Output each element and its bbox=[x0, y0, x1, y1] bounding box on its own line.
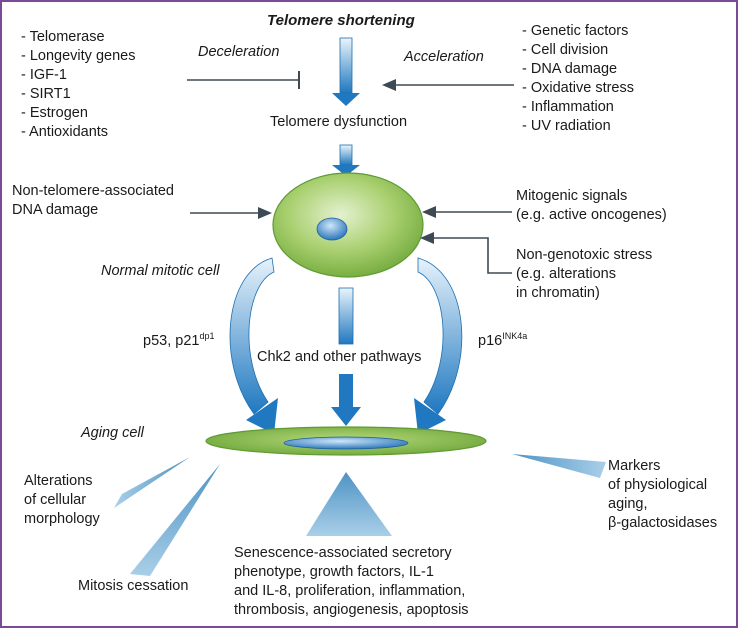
diagram-title: Telomere shortening bbox=[267, 12, 415, 29]
mitosis-cessation-label: Mitosis cessation bbox=[78, 578, 189, 594]
deceleration-factor: - IGF-1 bbox=[21, 67, 67, 83]
acceleration-factor: - Inflammation bbox=[522, 99, 614, 115]
acceleration-factor: - Cell division bbox=[522, 42, 609, 58]
markers-wedge bbox=[512, 454, 606, 478]
normal-cell bbox=[272, 172, 424, 278]
deceleration-factor: - Antioxidants bbox=[21, 124, 109, 140]
deceleration-factor: - Telomerase bbox=[21, 29, 105, 45]
markers-label: Markers of physiological aging, β-galact… bbox=[608, 458, 718, 531]
deceleration-inhibitor bbox=[187, 71, 300, 89]
chk2-label: Chk2 and other pathways bbox=[257, 349, 422, 365]
morphology-label: Alterations of cellular morphology bbox=[24, 473, 100, 527]
non-genotoxic-stress-label: Non-genotoxic stress (e.g. alterations i… bbox=[516, 247, 653, 301]
acceleration-factor: - UV radiation bbox=[522, 118, 611, 134]
acceleration-arrow bbox=[382, 79, 514, 91]
non-telomere-damage-label: Non-telomere-associated DNA damage bbox=[12, 183, 174, 218]
acceleration-factors-list: - Genetic factors - Cell division - DNA … bbox=[522, 22, 634, 136]
shortening-arrow bbox=[332, 37, 360, 106]
aging-cell-label: Aging cell bbox=[81, 425, 144, 441]
acceleration-factor: - DNA damage bbox=[522, 61, 618, 77]
telomere-dysfunction-label: Telomere dysfunction bbox=[270, 114, 408, 130]
p16-pathway-arrow bbox=[414, 257, 463, 434]
aging-cell bbox=[205, 426, 487, 456]
sasp-label: Senescence-associated secretory phenotyp… bbox=[234, 545, 469, 618]
p16-label: p16INK4a bbox=[478, 331, 528, 349]
mitogenic-input-arrow bbox=[422, 206, 512, 218]
deceleration-factors-list: - Telomerase - Longevity genes - IGF-1 -… bbox=[21, 28, 135, 142]
normal-mitotic-cell-label: Normal mitotic cell bbox=[101, 263, 220, 279]
morphology-wedge bbox=[114, 457, 190, 508]
acceleration-factor: - Oxidative stress bbox=[522, 80, 634, 96]
acceleration-factor: - Genetic factors bbox=[522, 23, 629, 39]
chk2-pathway-arrow bbox=[331, 287, 361, 426]
dysfunction-to-cell-arrow bbox=[332, 144, 360, 176]
deceleration-label: Deceleration bbox=[198, 44, 280, 60]
p53-label: p53, p21dp1 bbox=[143, 331, 215, 349]
mitosis-wedge bbox=[130, 464, 220, 576]
deceleration-factor: - SIRT1 bbox=[21, 86, 71, 102]
stress-input-arrow bbox=[420, 232, 512, 274]
sasp-wedge bbox=[306, 472, 392, 536]
p53-pathway-arrow bbox=[229, 257, 278, 434]
damage-input-arrow bbox=[190, 207, 272, 219]
acceleration-label: Acceleration bbox=[404, 49, 484, 65]
deceleration-factor: - Estrogen bbox=[21, 105, 88, 121]
deceleration-factor: - Longevity genes bbox=[21, 48, 136, 64]
mitogenic-signals-label: Mitogenic signals (e.g. active oncogenes… bbox=[516, 188, 667, 223]
